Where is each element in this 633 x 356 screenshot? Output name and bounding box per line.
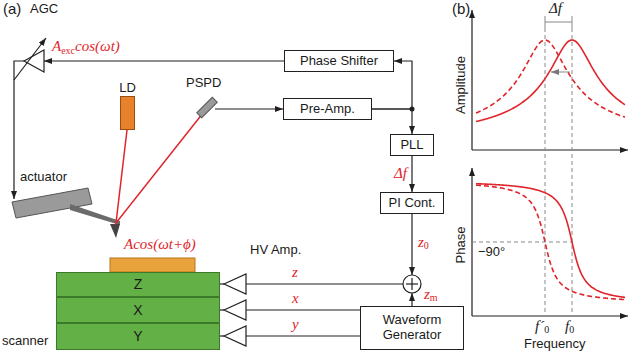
process-box: PLL (390, 134, 434, 156)
box-label: Y (133, 328, 142, 344)
guide-line (572, 28, 573, 316)
junction-dot (410, 107, 415, 112)
frequency-subscript: 0 (569, 324, 574, 336)
plus-sign (411, 278, 412, 290)
edge-label: Δf (394, 165, 407, 182)
signal-label: z (418, 234, 424, 251)
signal-label: z (292, 264, 298, 281)
delta-label: Δf (549, 0, 562, 17)
box-label: Pre-Amp. (300, 102, 355, 117)
phase-curve (476, 184, 625, 298)
frequency-subscript: 0 (544, 324, 549, 336)
axis (472, 149, 628, 150)
hv-amplifier (224, 326, 246, 346)
signal-connector (372, 109, 412, 134)
signal-wire (44, 60, 284, 61)
component-label: scanner (2, 334, 48, 349)
drawing-part (472, 10, 628, 316)
axis-title: Amplitude (454, 56, 469, 114)
box-label: Z (134, 276, 143, 292)
signal-wire (246, 309, 360, 310)
process-box: PI Cont. (380, 192, 444, 214)
signal-subscript: 0 (424, 240, 429, 252)
component-label: AGC (30, 2, 58, 17)
component-label: actuator (20, 170, 67, 185)
signal-label: z (424, 286, 430, 303)
phase-curve-shifted (476, 185, 625, 299)
pspd-detector (197, 97, 218, 118)
frequency-label: f (565, 318, 569, 335)
laser-diode: LD (120, 96, 135, 130)
component-label: HV Amp. (250, 243, 301, 258)
amplitude-curve-shifted (476, 40, 625, 117)
box-label: Waveform Generator (365, 313, 459, 343)
signal-wire (411, 214, 412, 275)
panel-label: (a) (3, 0, 21, 17)
signal-wire (246, 283, 403, 284)
box-label: PI Cont. (389, 196, 436, 211)
tick-label: −90° (478, 245, 505, 260)
hv-amplifier (224, 274, 246, 294)
signal-wire (246, 335, 360, 336)
delta-bracket (572, 16, 573, 28)
guide-line (545, 28, 546, 316)
signal-wire (411, 293, 412, 306)
signal-label: x (292, 290, 299, 307)
scanner-stage: Y (56, 323, 220, 350)
signal-wire (215, 108, 283, 109)
signal-subscript: exc (61, 45, 75, 57)
sample (110, 258, 195, 272)
actuator-body (12, 188, 92, 218)
box-label: X (133, 302, 142, 318)
axis-title: Frequency (524, 337, 585, 352)
agc-arrow (14, 38, 46, 80)
box-label: LD (119, 81, 136, 96)
signal-label: Acos(ωt+ϕ) (124, 236, 196, 253)
delta-bracket (545, 16, 546, 28)
signal-label: y (292, 316, 299, 333)
tip (110, 224, 120, 238)
shift-arrow (551, 72, 570, 73)
axis (471, 10, 472, 150)
frequency-label: f´ (535, 318, 544, 335)
process-box: Waveform Generator (360, 306, 464, 350)
guide-line (472, 242, 572, 243)
box-label: Phase Shifter (300, 54, 378, 69)
cantilever (70, 204, 120, 225)
signal-subscript: m (430, 292, 438, 304)
box-label: PLL (400, 138, 423, 153)
axis-title: Phase (454, 227, 469, 264)
amplitude-curve (476, 40, 625, 122)
scanner-stage: X (56, 297, 220, 323)
signal-label: A (52, 38, 61, 55)
drawing-part (545, 16, 572, 72)
panel-label: (b) (452, 0, 470, 17)
delta-bracket (545, 22, 572, 23)
signal-label: cos(ωt) (75, 38, 120, 55)
scanner-stage: Z (56, 272, 220, 297)
component-label: PSPD (186, 76, 221, 91)
hv-amplifier (224, 300, 246, 320)
drawing-part (476, 40, 625, 300)
axis (472, 315, 628, 316)
process-box: Pre-Amp. (283, 98, 372, 120)
drawing-part (472, 28, 572, 316)
process-box: Phase Shifter (284, 50, 394, 72)
signal-connector (411, 156, 412, 192)
summing-junction (403, 275, 421, 293)
